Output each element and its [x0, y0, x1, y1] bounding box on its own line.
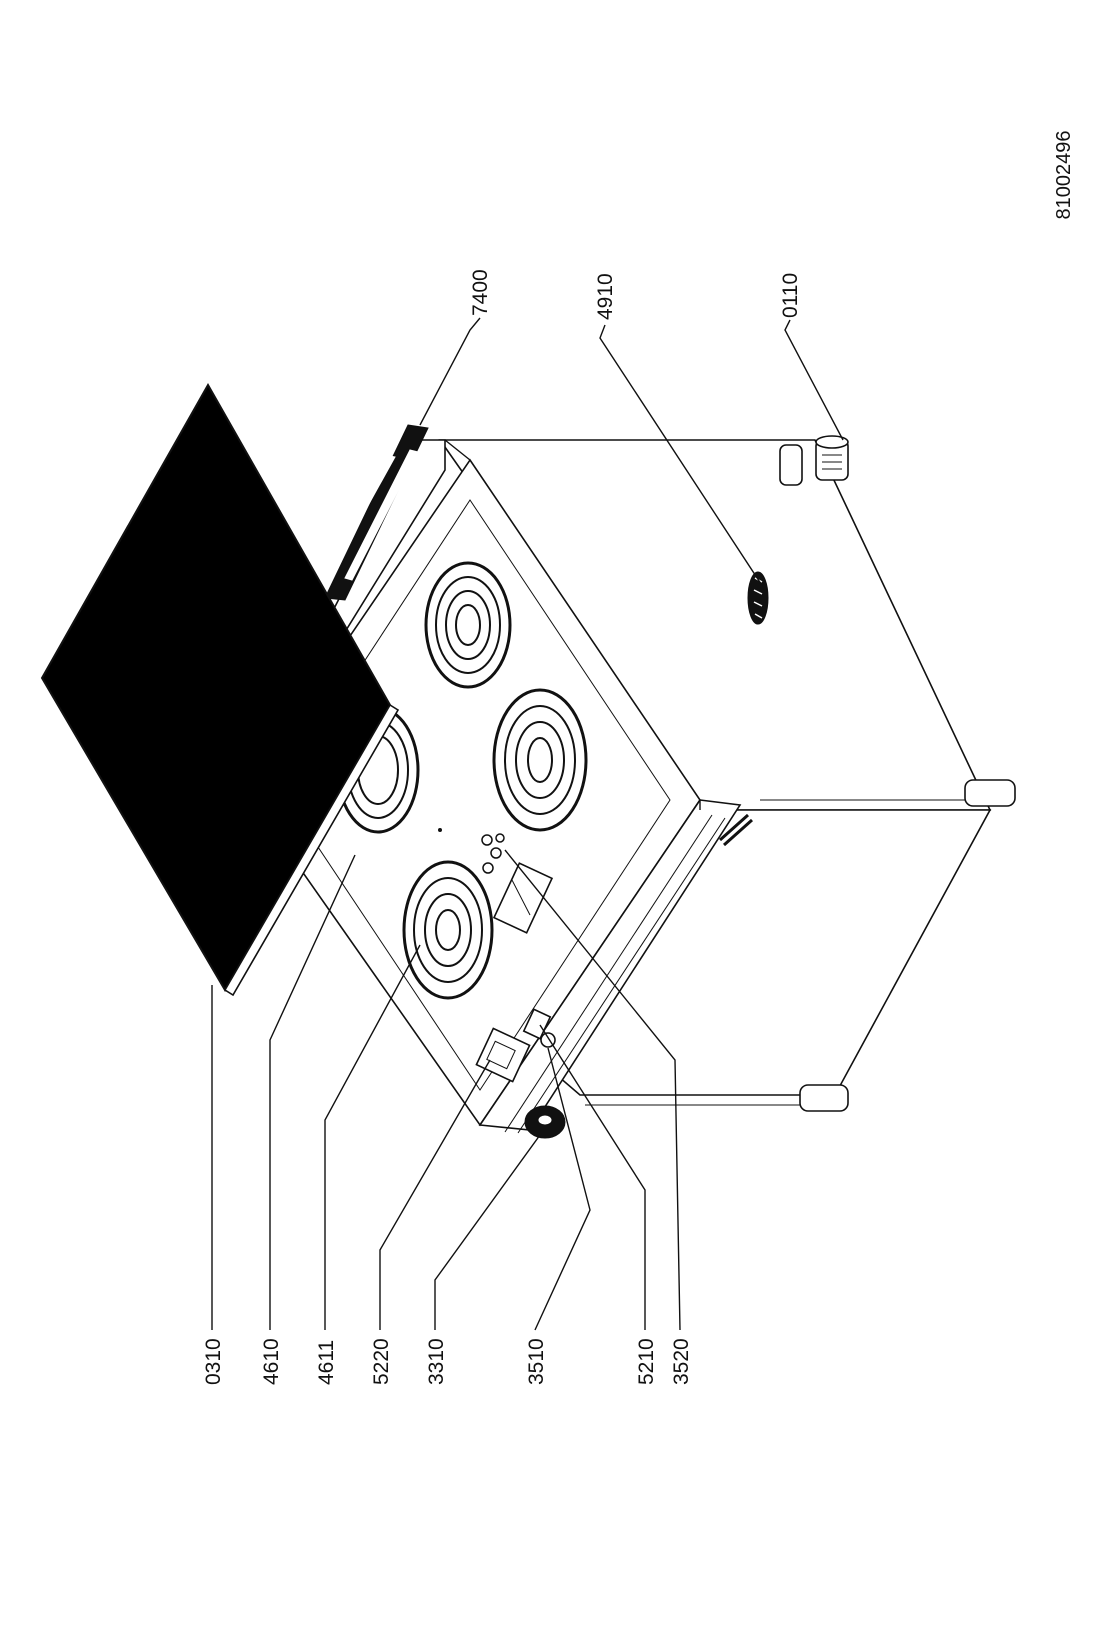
callout-4610: 4610 — [260, 1338, 283, 1385]
callout-labels: 0310 4610 4611 5220 3310 3510 5210 3520 … — [202, 269, 802, 1385]
small-components — [438, 813, 753, 1139]
burner-front-right — [492, 688, 588, 832]
callout-5210: 5210 — [635, 1338, 658, 1385]
callout-4611: 4611 — [315, 1340, 338, 1385]
callout-3510: 3510 — [525, 1338, 548, 1385]
callout-7400: 7400 — [469, 269, 492, 316]
burner-back-right — [424, 561, 512, 689]
callout-3520: 3520 — [670, 1338, 693, 1385]
detached-foot — [815, 435, 849, 481]
callout-3310: 3310 — [425, 1338, 448, 1385]
leader-lines — [211, 317, 844, 1331]
callout-4910: 4910 — [594, 273, 617, 320]
cooker-feet — [779, 444, 1016, 1112]
glass-lid — [40, 382, 400, 997]
callout-5220: 5220 — [370, 1338, 393, 1385]
document-id: 81002496 — [1053, 131, 1075, 220]
rear-vent — [324, 424, 429, 601]
burner-front-left — [402, 860, 494, 1000]
callout-0310: 0310 — [202, 1338, 225, 1385]
side-vent — [747, 571, 769, 625]
callout-0110: 0110 — [779, 273, 802, 318]
